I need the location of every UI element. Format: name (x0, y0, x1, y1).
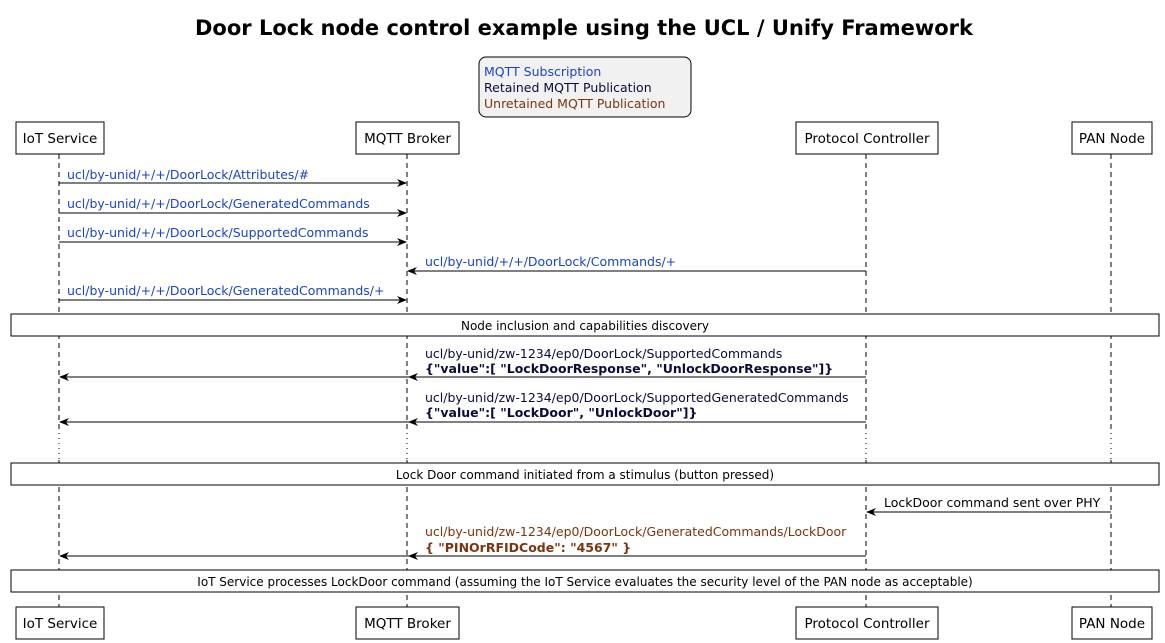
legend: MQTT Subscription Retained MQTT Publicat… (478, 56, 692, 118)
message-payload: { "PINOrRFIDCode": "4567" } (425, 540, 631, 555)
message-supported-generated-commands: ucl/by-unid/zw-1234/ep0/DoorLock/Support… (59, 390, 866, 426)
participant-label: Protocol Controller (804, 616, 930, 632)
note-text: IoT Service processes LockDoor command (… (197, 575, 972, 589)
message-label: ucl/by-unid/zw-1234/ep0/DoorLock/Support… (425, 346, 782, 361)
note-node-inclusion: Node inclusion and capabilities discover… (10, 313, 1160, 337)
message-label: LockDoor command sent over PHY (884, 495, 1101, 510)
participant-label: IoT Service (23, 616, 98, 632)
message-subscribe-generated-commands: ucl/by-unid/+/+/DoorLock/GeneratedComman… (59, 196, 407, 217)
participant-broker-top: MQTT Broker (355, 121, 460, 155)
participant-label: PAN Node (1079, 131, 1145, 147)
lifeline-delay (55, 428, 1115, 460)
message-subscribe-supported-commands: ucl/by-unid/+/+/DoorLock/SupportedComman… (59, 225, 407, 246)
message-label: ucl/by-unid/zw-1234/ep0/DoorLock/Generat… (425, 524, 847, 539)
participant-label: IoT Service (23, 131, 98, 147)
message-subscribe-attributes: ucl/by-unid/+/+/DoorLock/Attributes/# (59, 167, 407, 187)
message-lockdoor-phy: LockDoor command sent over PHY (866, 495, 1111, 516)
legend-unretained: Unretained MQTT Publication (484, 96, 665, 111)
message-generated-lockdoor: ucl/by-unid/zw-1234/ep0/DoorLock/Generat… (59, 524, 866, 560)
note-text: Lock Door command initiated from a stimu… (396, 468, 774, 482)
note-lock-door-stimulus: Lock Door command initiated from a stimu… (10, 462, 1160, 486)
participant-pan-top: PAN Node (1071, 121, 1153, 155)
participant-label: PAN Node (1079, 616, 1145, 632)
message-label: ucl/by-unid/zw-1234/ep0/DoorLock/Support… (425, 390, 849, 405)
arrowhead-mid (408, 418, 418, 426)
arrowhead-mid (408, 373, 418, 381)
participant-pc-bottom: Protocol Controller (795, 606, 939, 640)
participant-iot-bottom: IoT Service (15, 606, 105, 640)
note-text: Node inclusion and capabilities discover… (461, 319, 709, 333)
note-iot-processes-lockdoor: IoT Service processes LockDoor command (… (10, 569, 1160, 593)
message-subscribe-commands: ucl/by-unid/+/+/DoorLock/Commands/+ (407, 254, 866, 275)
message-payload: {"value":[ "LockDoor", "UnlockDoor"]} (425, 405, 697, 420)
message-subscribe-generated-commands-plus: ucl/by-unid/+/+/DoorLock/GeneratedComman… (59, 283, 407, 304)
message-label: ucl/by-unid/+/+/DoorLock/GeneratedComman… (67, 283, 384, 298)
message-payload: {"value":[ "LockDoorResponse", "UnlockDo… (425, 361, 833, 376)
diagram-title: Door Lock node control example using the… (195, 16, 974, 40)
participant-pan-bottom: PAN Node (1071, 606, 1153, 640)
participant-broker-bottom: MQTT Broker (355, 606, 460, 640)
message-label: ucl/by-unid/+/+/DoorLock/GeneratedComman… (67, 196, 370, 211)
message-label: ucl/by-unid/+/+/DoorLock/Commands/+ (425, 254, 676, 269)
participant-label: Protocol Controller (804, 131, 930, 147)
message-supported-commands: ucl/by-unid/zw-1234/ep0/DoorLock/Support… (59, 346, 866, 381)
legend-subscription: MQTT Subscription (484, 64, 601, 79)
legend-retained: Retained MQTT Publication (484, 80, 652, 95)
message-label: ucl/by-unid/+/+/DoorLock/SupportedComman… (67, 225, 369, 240)
participant-label: MQTT Broker (364, 616, 451, 632)
message-label: ucl/by-unid/+/+/DoorLock/Attributes/# (67, 167, 309, 182)
participant-iot-top: IoT Service (15, 121, 105, 155)
arrowhead-mid (408, 552, 418, 560)
participant-pc-top: Protocol Controller (795, 121, 939, 155)
participant-label: MQTT Broker (364, 131, 451, 147)
